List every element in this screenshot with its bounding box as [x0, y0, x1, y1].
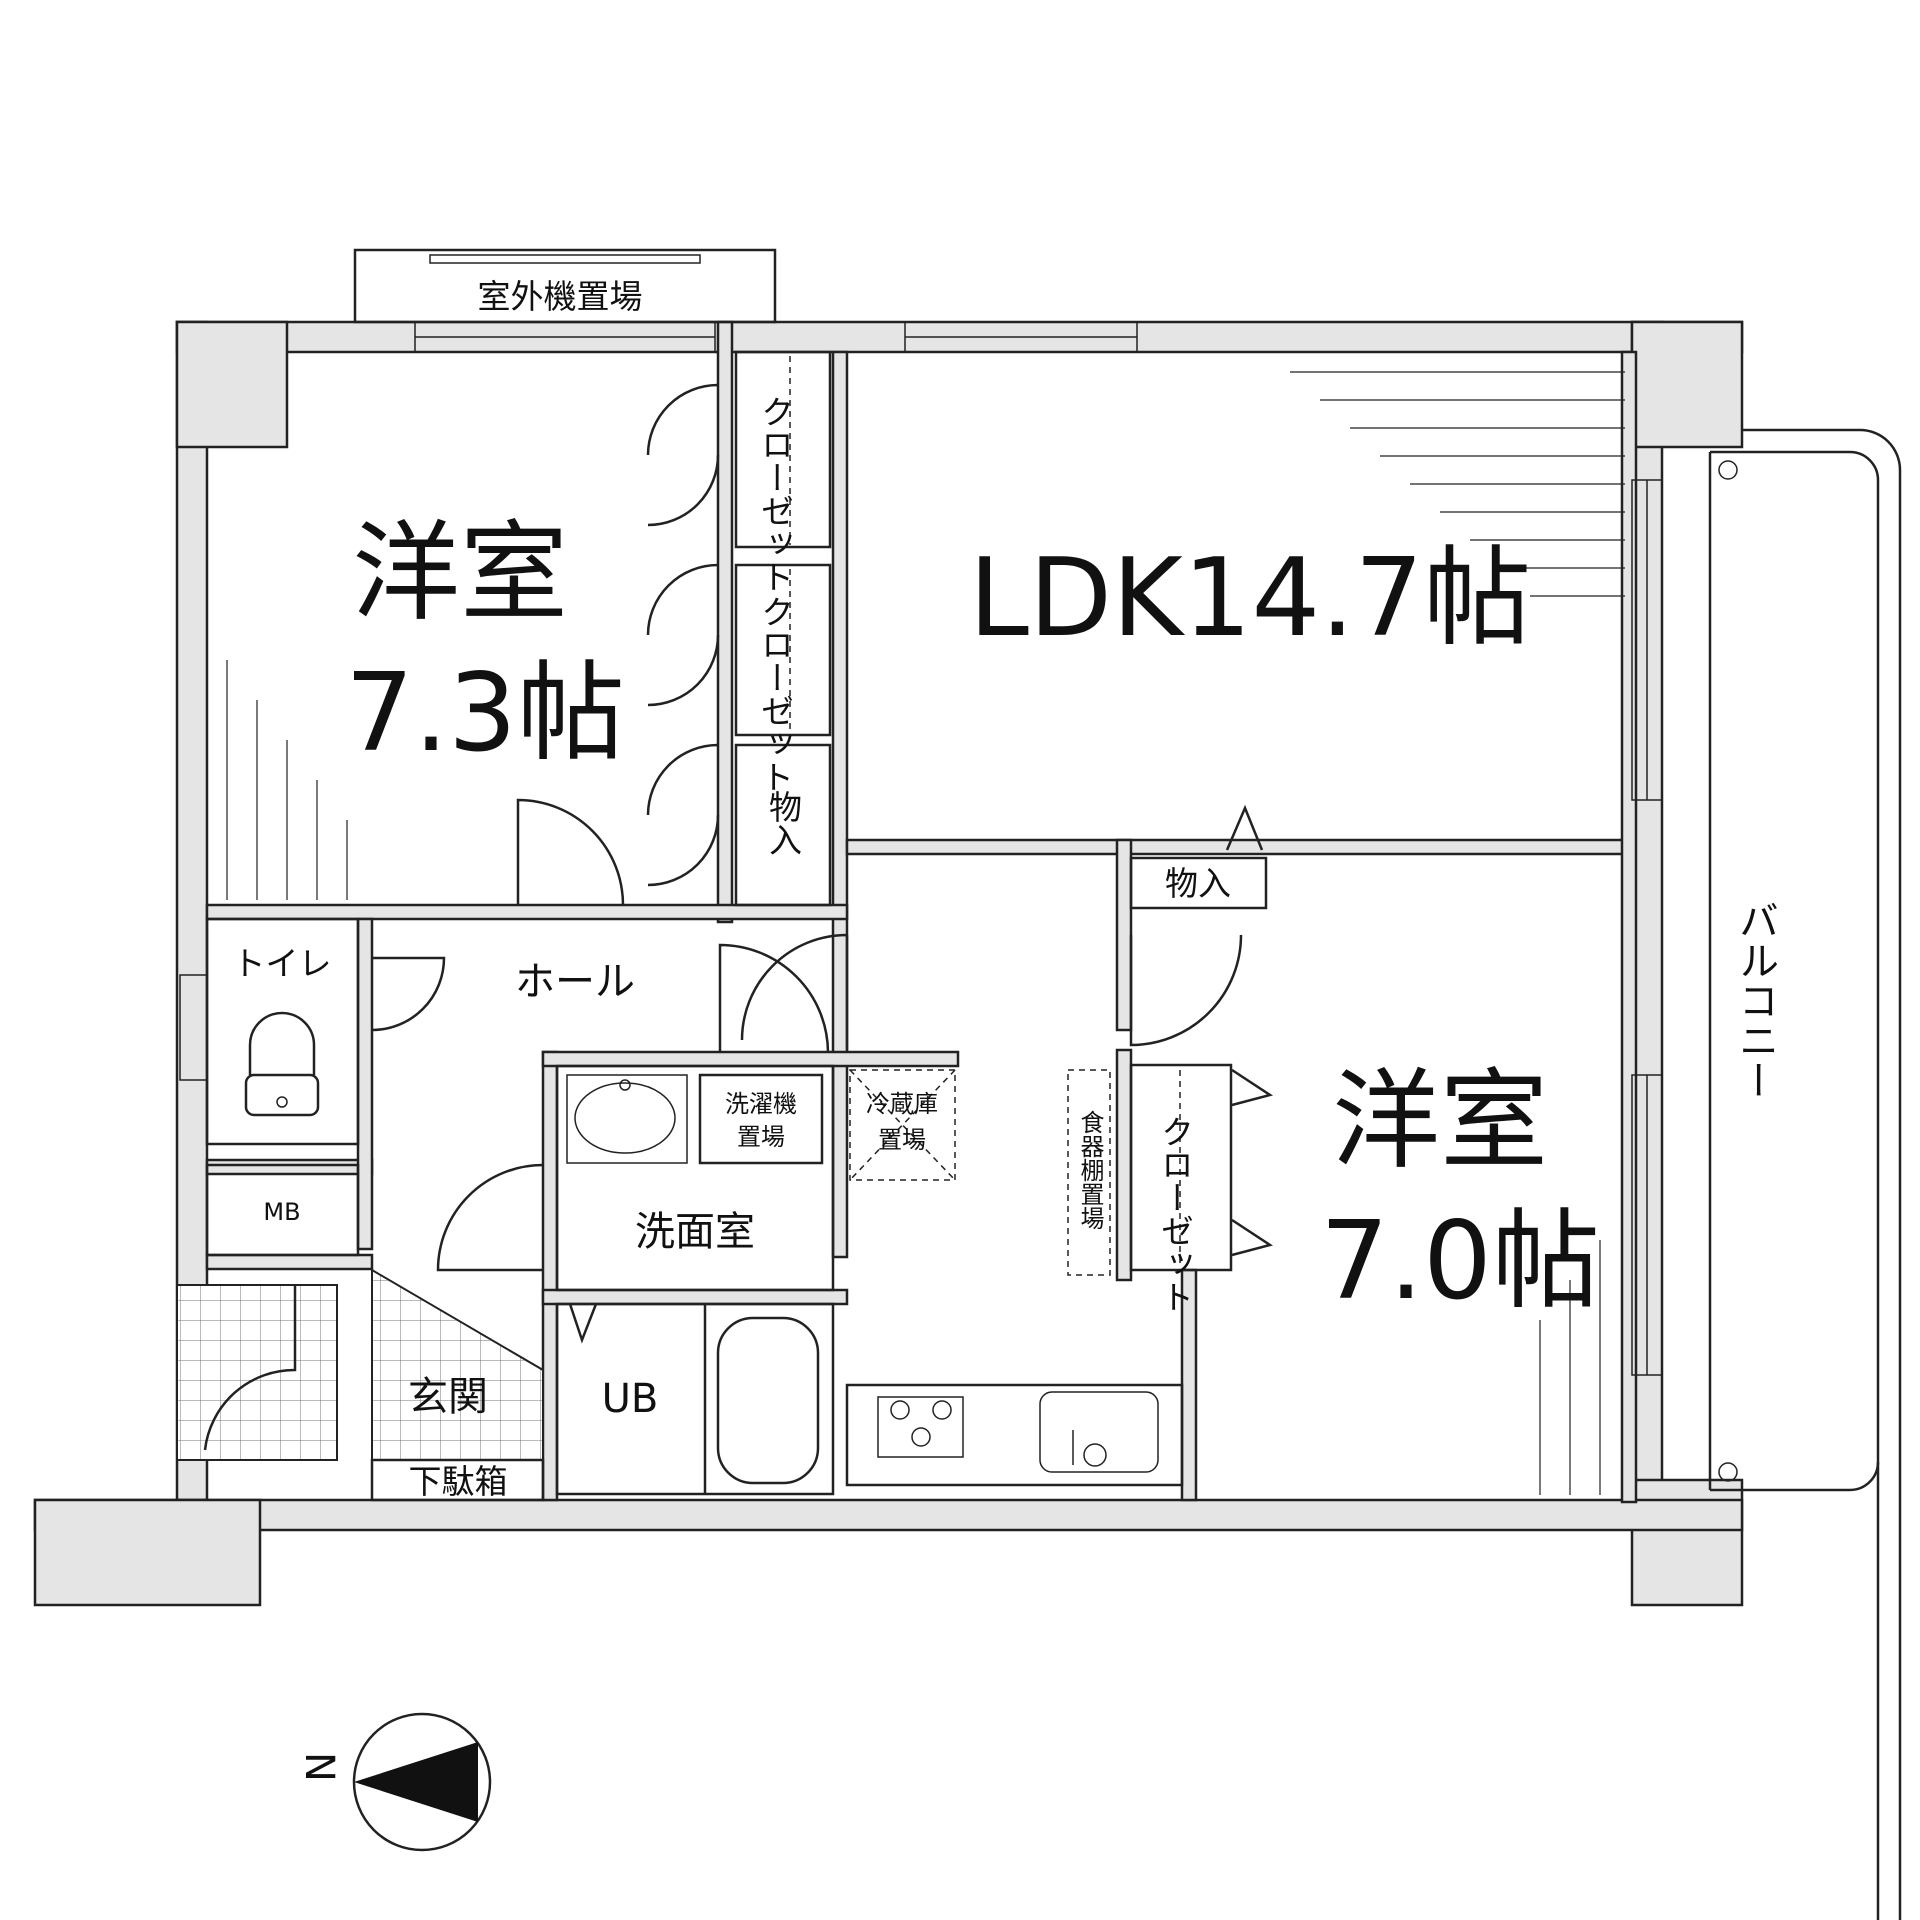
compass-label: N: [296, 1752, 342, 1782]
compass-arrow-icon: [354, 1742, 478, 1822]
ldk-room: LDK14.7帖 物入 食器棚置場 冷蔵庫 置場: [740, 536, 1532, 1487]
east-closet-label: クローゼット: [1156, 1115, 1195, 1313]
east-room-name: 洋室: [1332, 1059, 1548, 1184]
mb-label: MB: [263, 1198, 300, 1226]
balcony: バルコニー: [1708, 428, 1902, 1920]
shoe-box-label: 下駄箱: [409, 1462, 508, 1501]
ldk-label: LDK14.7帖: [969, 536, 1532, 661]
fridge-label-1: 冷蔵庫: [866, 1090, 938, 1118]
bath-label: UB: [602, 1376, 659, 1422]
front-door[interactable]: [203, 1285, 297, 1451]
east-room-door[interactable]: [1129, 934, 1243, 1047]
hall-label: ホール: [515, 959, 635, 1005]
shading-hatch: [226, 371, 1625, 1495]
ldk-door[interactable]: [740, 933, 849, 1050]
windows: [414, 321, 1663, 1376]
toilet-label: トイレ: [233, 944, 332, 983]
washroom-door[interactable]: [436, 1163, 544, 1272]
balcony-label: バルコニー: [1732, 900, 1778, 1100]
west-storage-label: 物入: [764, 790, 803, 856]
hall: ホール: [515, 943, 830, 1053]
ldk-storage-label: 物入: [1165, 864, 1231, 903]
washer-label-2: 置場: [737, 1123, 785, 1151]
west-closet-2-label: クローゼット: [756, 595, 795, 793]
entrance: 玄関 下駄箱: [176, 1268, 545, 1502]
compass: N: [296, 1712, 492, 1852]
east-bedroom: 洋室 7.0帖 クローゼット: [1129, 934, 1600, 1324]
west-room-size: 7.3帖: [345, 651, 625, 776]
toilet: トイレ: [179, 917, 446, 1146]
fridge-label-2: 置場: [878, 1126, 926, 1154]
outdoor-unit-label: 室外機置場: [478, 277, 643, 316]
west-room-name: 洋室: [352, 511, 568, 636]
east-room-size: 7.0帖: [1320, 1199, 1600, 1324]
west-closet-1-label: クローゼット: [756, 395, 795, 593]
west-closets: クローゼット クローゼット 物入: [646, 350, 832, 907]
washroom: 洗濯機 置場 洗面室: [436, 1064, 835, 1292]
dish-shelf-label: 食器棚置場: [1076, 1110, 1104, 1230]
washer-label-1: 洗濯機: [725, 1090, 797, 1118]
toilet-door[interactable]: [371, 956, 446, 1032]
meter-box: MB: [205, 1163, 360, 1257]
west-bedroom: 洋室 7.3帖: [345, 511, 625, 906]
unit-bath: UB: [555, 1302, 835, 1496]
west-room-door[interactable]: [516, 798, 625, 906]
outdoor-unit-area: 室外機置場: [353, 248, 777, 324]
entrance-label: 玄関: [408, 1374, 488, 1420]
hall-door[interactable]: [718, 943, 830, 1053]
washroom-label: 洗面室: [635, 1209, 755, 1255]
